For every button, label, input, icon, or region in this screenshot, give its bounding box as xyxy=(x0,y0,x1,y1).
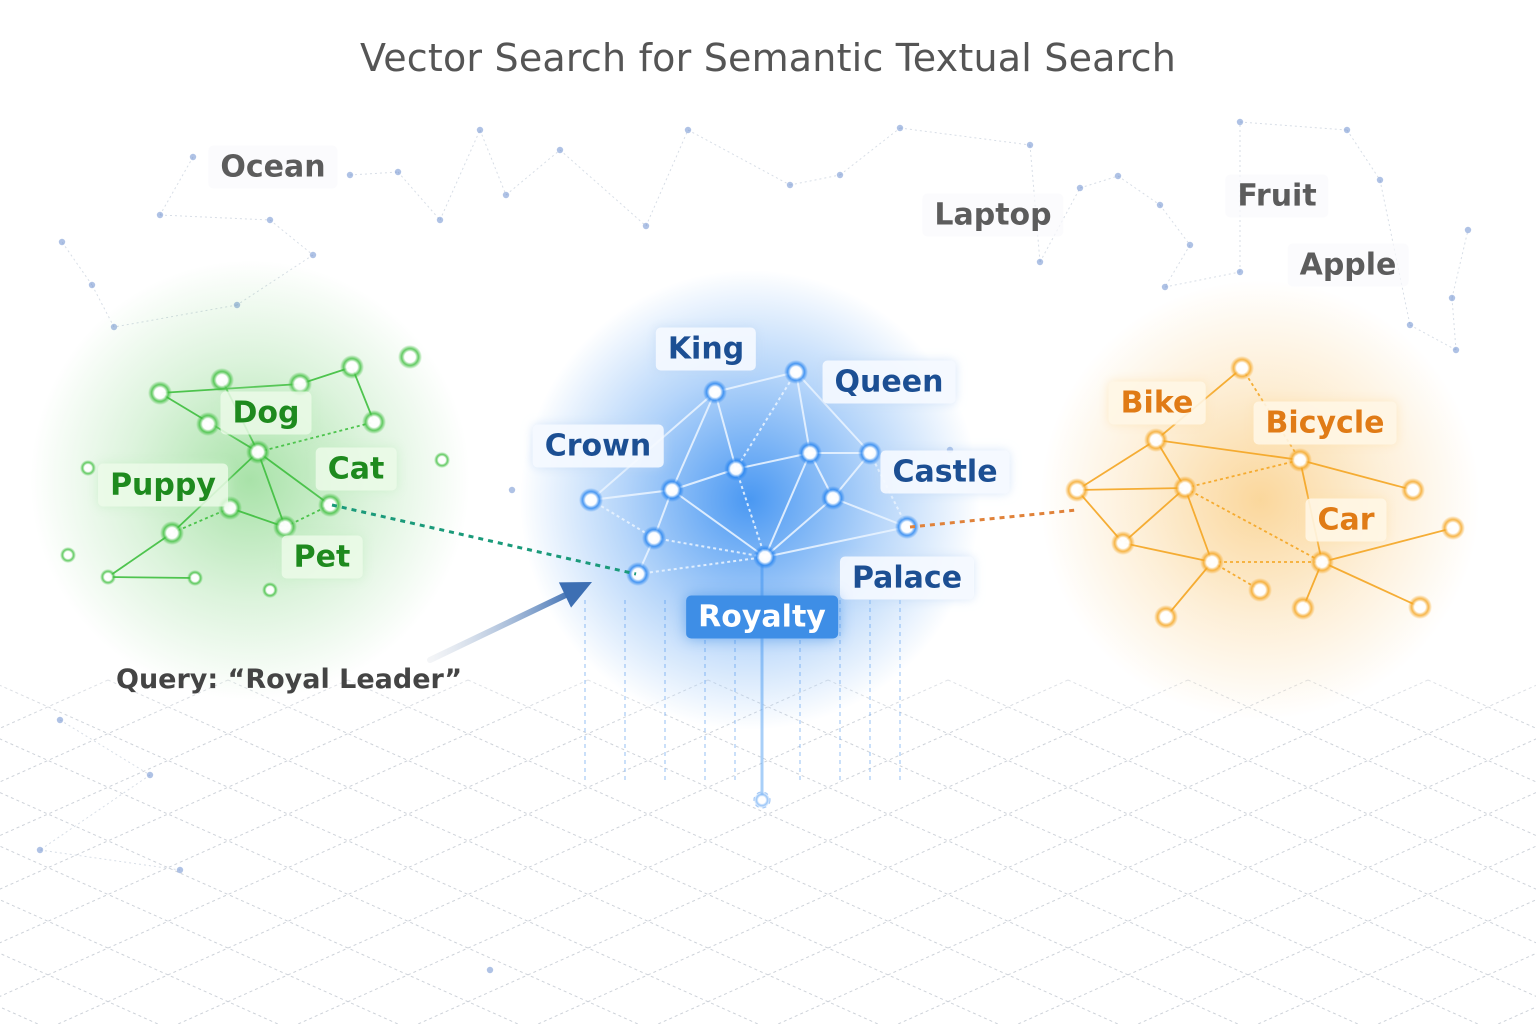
embedding-point xyxy=(1310,550,1334,574)
word-label-queen: Queen xyxy=(822,360,956,404)
embedding-point xyxy=(318,493,342,517)
embedding-point xyxy=(262,582,278,598)
word-label-palace: Palace xyxy=(839,556,975,600)
embedding-point xyxy=(196,412,220,436)
page-title: Vector Search for Semantic Textual Searc… xyxy=(359,36,1177,80)
embedding-point xyxy=(1408,595,1432,619)
word-label-laptop: Laptop xyxy=(922,193,1064,237)
embedding-point xyxy=(1291,596,1315,620)
query-arrow xyxy=(427,582,592,663)
embedding-point xyxy=(858,441,882,465)
embedding-point xyxy=(210,368,234,392)
embedding-point xyxy=(187,570,203,586)
embedding-point xyxy=(1144,428,1168,452)
embedding-point xyxy=(798,441,822,465)
embedding-point xyxy=(80,460,96,476)
embedding-point xyxy=(100,569,116,585)
word-label-fruit: Fruit xyxy=(1225,174,1329,218)
word-label-bike: Bike xyxy=(1108,381,1206,425)
embedding-point xyxy=(579,488,603,512)
embedding-point xyxy=(148,381,172,405)
embedding-point xyxy=(895,515,919,539)
embedding-point xyxy=(1248,578,1272,602)
embedding-point xyxy=(1065,478,1089,502)
embedding-point xyxy=(1288,448,1312,472)
embedding-point xyxy=(1200,550,1224,574)
embedding-point xyxy=(784,360,808,384)
embedding-point xyxy=(340,355,364,379)
embedding-point xyxy=(660,478,684,502)
cluster-bridge xyxy=(909,508,1078,529)
embedding-point xyxy=(246,440,270,464)
word-label-ocean: Ocean xyxy=(208,145,338,189)
embedding-point xyxy=(362,410,386,434)
embedding-point xyxy=(1230,356,1254,380)
word-label-dog: Dog xyxy=(220,391,312,435)
word-label-car: Car xyxy=(1305,498,1387,542)
embedding-point xyxy=(1401,478,1425,502)
embedding-point xyxy=(434,452,450,468)
embedding-point xyxy=(753,545,777,569)
embedding-point xyxy=(724,457,748,481)
embedding-point xyxy=(1111,531,1135,555)
embedding-point xyxy=(642,526,666,550)
cluster-vehicles xyxy=(1040,280,1480,720)
cluster-animals xyxy=(30,260,470,700)
embedding-point xyxy=(60,547,76,563)
embedding-point xyxy=(273,515,297,539)
embedding-point xyxy=(1154,605,1178,629)
embedding-point xyxy=(288,372,312,396)
cluster-bridge xyxy=(331,503,637,576)
embedding-point xyxy=(1441,516,1465,540)
query-label: Query: “Royal Leader” xyxy=(116,664,463,695)
embedding-point xyxy=(160,521,184,545)
word-label-apple: Apple xyxy=(1287,243,1409,287)
embedding-point xyxy=(398,345,422,369)
word-label-king: King xyxy=(655,327,757,371)
word-label-bicycle: Bicycle xyxy=(1253,401,1397,445)
embedding-point xyxy=(626,562,650,586)
embedding-point xyxy=(1173,476,1197,500)
word-label-pet: Pet xyxy=(281,535,363,579)
word-label-castle: Castle xyxy=(880,450,1010,494)
embedding-point xyxy=(821,486,845,510)
embedding-point xyxy=(703,380,727,404)
word-label-royalty: Royalty xyxy=(686,595,838,639)
word-label-cat: Cat xyxy=(315,447,397,491)
word-label-crown: Crown xyxy=(532,424,664,468)
word-label-puppy: Puppy xyxy=(98,463,228,507)
grid-floor xyxy=(0,679,1536,1028)
